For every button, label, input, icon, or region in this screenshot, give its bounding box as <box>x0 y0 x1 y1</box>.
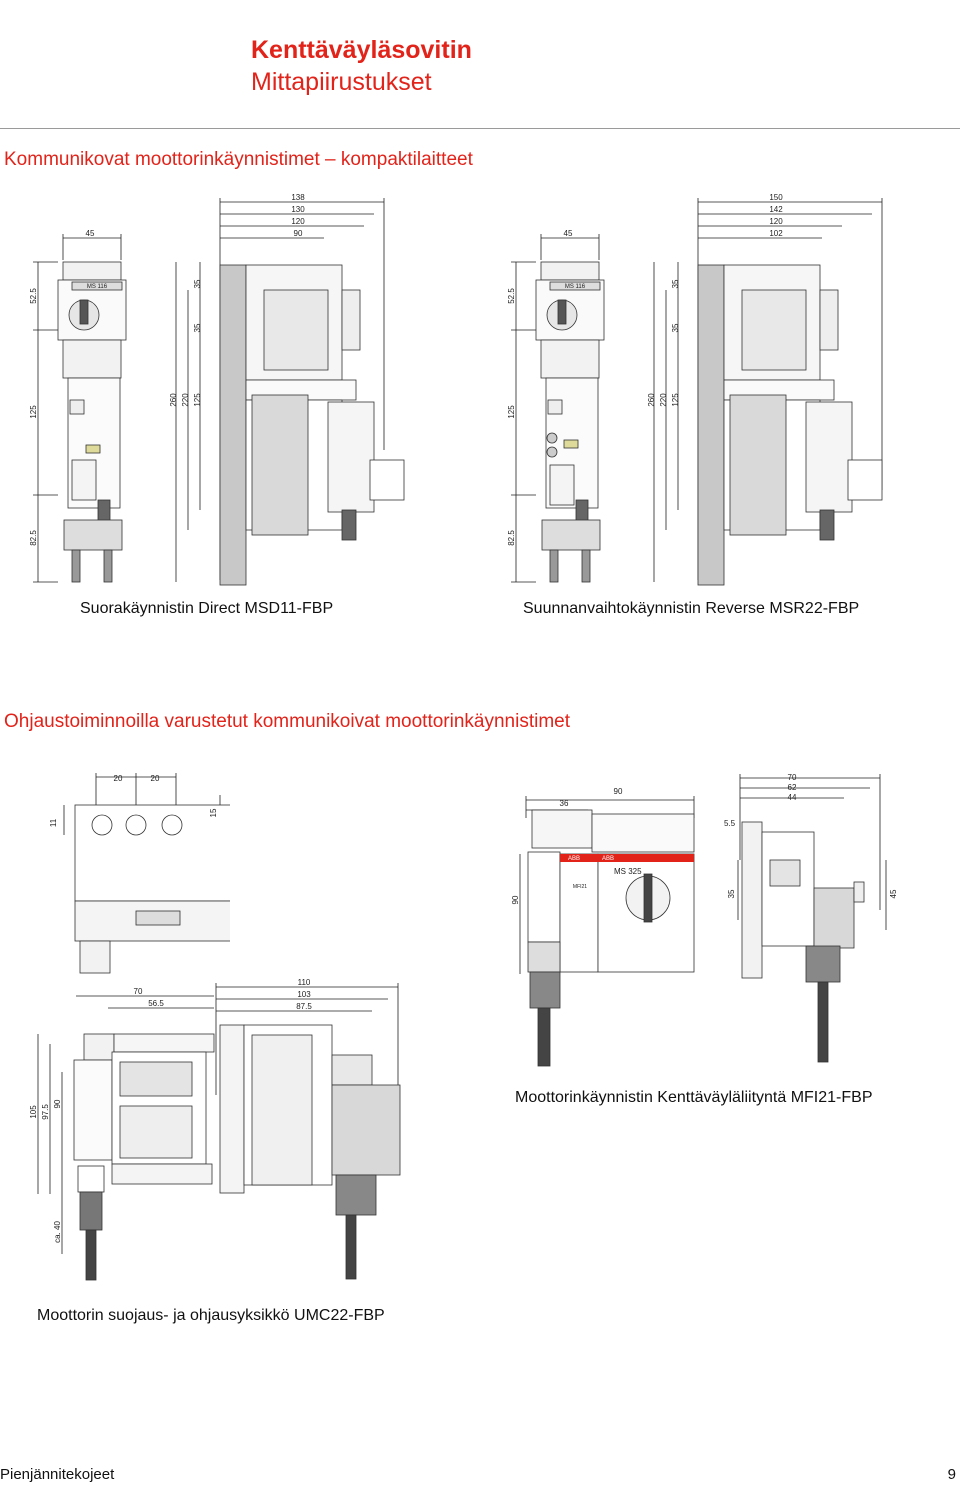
dim-103: 103 <box>297 990 311 999</box>
dim-35-top: 35 <box>193 279 202 288</box>
dim-56-5: 56.5 <box>148 999 164 1008</box>
dim-45: 45 <box>889 889 898 898</box>
caption-direct: Suorakäynnistin Direct MSD11-FBP <box>80 600 334 617</box>
dim-110: 110 <box>298 978 311 987</box>
dim-45: 45 <box>86 229 95 238</box>
dim-35-mid: 35 <box>193 323 202 332</box>
caption-umc: Moottorin suojaus- ja ohjausyksikkö UMC2… <box>37 1307 385 1324</box>
mfi21-label: MFI21 <box>573 884 587 890</box>
caption-reverse: Suunnanvaihtokäynnistin Reverse MSR22-FB… <box>523 600 860 617</box>
dim-35-mid: 35 <box>671 323 680 332</box>
model-label: MS 116 <box>87 284 108 290</box>
dim-70: 70 <box>134 987 143 996</box>
ms325-label: MS 325 <box>614 867 642 876</box>
dim-35-top: 35 <box>671 279 680 288</box>
dim-102: 102 <box>769 229 783 238</box>
dim-260: 260 <box>169 393 178 407</box>
dim-220: 220 <box>659 393 668 407</box>
dim-20-b: 20 <box>151 774 160 783</box>
page-subtitle: Mittapiirustukset <box>251 68 432 96</box>
dim-20-a: 20 <box>114 774 123 783</box>
dim-142: 142 <box>769 205 783 214</box>
dim-120: 120 <box>291 217 305 226</box>
abb-logo-2: ABB <box>602 856 614 862</box>
drawing-umc-front: 70 56.5 105 97.5 90 ca. 40 <box>29 987 215 1281</box>
caption-mfi: Moottorinkäynnistin Kenttäväyläliityntä … <box>515 1089 873 1106</box>
header-divider <box>0 128 960 129</box>
drawing-reverse-starter: 150 142 120 102 45 MS 116 52.5 125 82.5 … <box>507 193 883 586</box>
dim-35: 35 <box>727 889 736 898</box>
dim-125: 125 <box>193 393 202 407</box>
dim-90: 90 <box>294 229 303 238</box>
dim-5-5: 5.5 <box>724 819 736 828</box>
dim-52-5: 52.5 <box>507 288 516 304</box>
dim-130: 130 <box>291 205 305 214</box>
dim-150: 150 <box>769 193 783 202</box>
section-heading-compact: Kommunikovat moottorinkäynnistimet – kom… <box>4 149 473 170</box>
dim-87-5: 87.5 <box>296 1002 312 1011</box>
drawing-umc-side: 110 103 87.5 <box>215 978 401 1280</box>
drawing-umc-top: 20 20 11 15 <box>49 773 230 974</box>
drawing-mfi-side: 70 62 44 5.5 35 45 <box>724 773 898 1063</box>
dim-138: 138 <box>291 193 305 202</box>
dim-45: 45 <box>564 229 573 238</box>
dim-52-5: 52.5 <box>29 288 38 304</box>
dim-82-5: 82.5 <box>29 530 38 546</box>
abb-logo-1: ABB <box>568 856 580 862</box>
dim-125-left: 125 <box>29 405 38 419</box>
dim-97-5: 97.5 <box>41 1104 50 1120</box>
footer-publication: Pienjännitekojeet <box>0 1466 115 1483</box>
dim-70: 70 <box>788 773 797 782</box>
dim-ca-40: ca. 40 <box>53 1221 62 1243</box>
dim-15: 15 <box>209 808 218 817</box>
dim-220: 220 <box>181 393 190 407</box>
dim-11: 11 <box>49 818 58 827</box>
dim-44: 44 <box>788 793 797 802</box>
dim-36: 36 <box>560 799 569 808</box>
dim-90: 90 <box>53 1099 62 1108</box>
dim-62: 62 <box>788 783 797 792</box>
dim-125: 125 <box>671 393 680 407</box>
drawing-mfi-front: 36 90 90 MS 325 ABB ABB MFI21 <box>511 787 695 1067</box>
page-title: Kenttäväyläsovitin <box>251 36 472 64</box>
drawing-direct-starter: 138 130 120 90 45 MS 116 52.5 125 82.5 3… <box>29 193 405 586</box>
section-heading-controlled: Ohjaustoiminnoilla varustetut kommunikoi… <box>4 711 571 732</box>
dim-120: 120 <box>769 217 783 226</box>
dim-90-top: 90 <box>614 787 623 796</box>
model-label: MS 116 <box>565 284 586 290</box>
dim-260: 260 <box>647 393 656 407</box>
dim-125-left: 125 <box>507 405 516 419</box>
page-number: 9 <box>947 1466 956 1483</box>
dim-105: 105 <box>29 1105 38 1119</box>
dim-90-left: 90 <box>511 895 520 904</box>
dim-82-5: 82.5 <box>507 530 516 546</box>
